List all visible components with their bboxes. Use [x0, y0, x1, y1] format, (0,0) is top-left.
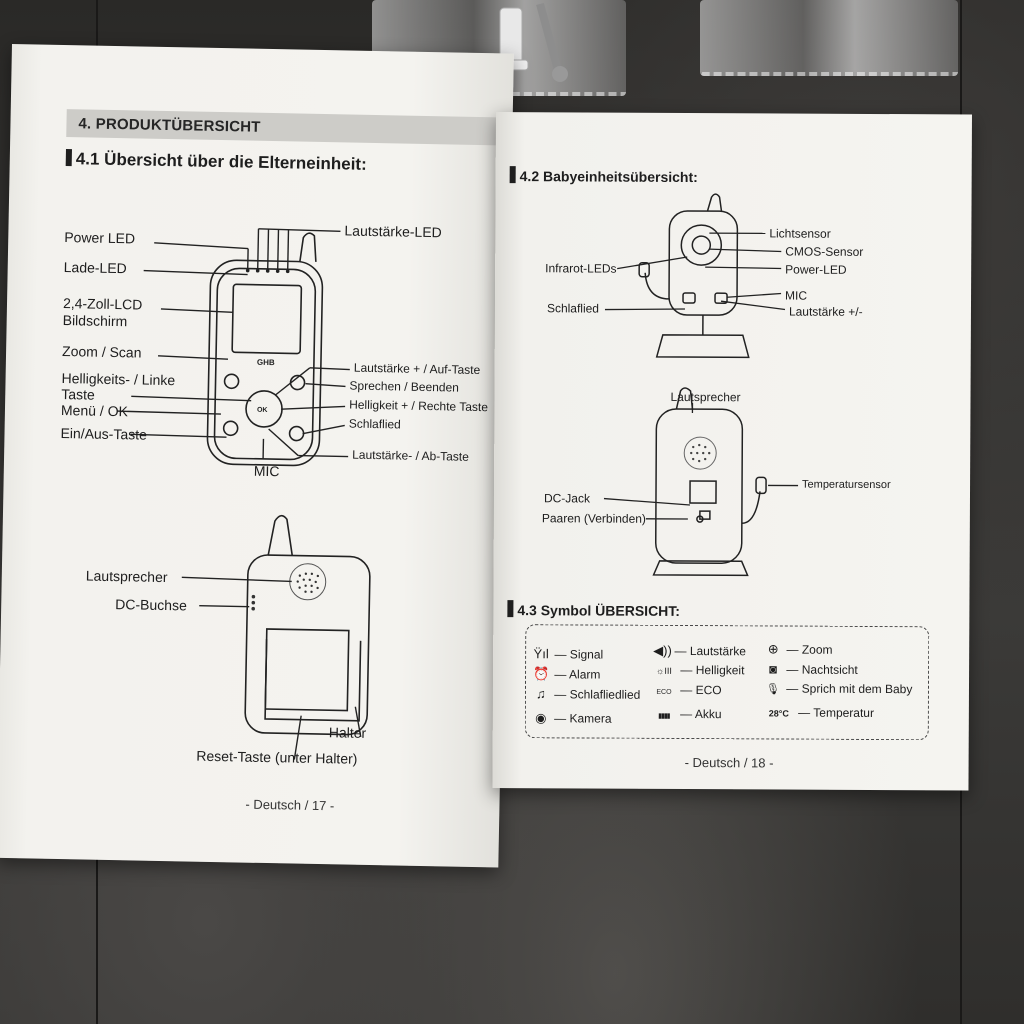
label-baby-speaker: Lautsprecher	[670, 389, 741, 405]
label-lcd-2: Bildschirm	[62, 312, 128, 330]
label-zoom-scan: Zoom / Scan	[61, 343, 142, 361]
label-volume-led: Lautstärke-LED	[344, 222, 442, 241]
label-dc-jack: DC-Jack	[543, 491, 591, 506]
svg-text:OK: OK	[257, 407, 268, 414]
label-brightness-left-2: Taste	[61, 386, 95, 403]
label-talk-end: Sprechen / Beenden	[349, 378, 460, 395]
baby-unit-diagram	[603, 193, 799, 577]
symbol-eco: ECO — ECO	[653, 683, 721, 697]
label-volume-up: Lautstärke + / Auf-Taste	[353, 360, 481, 378]
parent-unit-diagram: GHB OK	[116, 228, 371, 760]
lullaby-icon: ♫	[536, 686, 546, 702]
label-lullaby: Schlaflied	[348, 416, 401, 432]
label-mic: MIC	[253, 462, 280, 480]
label-menu-ok: Menü / OK	[60, 402, 129, 420]
symbol-temperature: 28°C — Temperatur	[765, 705, 874, 720]
brightness-icon: ☼III	[656, 665, 672, 676]
accessory-bag	[700, 0, 958, 76]
zoom-icon: ⊕	[767, 641, 779, 657]
label-charge-led: Lade-LED	[63, 259, 127, 277]
temperature-icon: 28°C	[768, 708, 789, 719]
symbol-camera: ◉ — Kamera	[533, 710, 612, 726]
svg-text:GHB: GHB	[257, 358, 275, 367]
label-power-led: Power LED	[64, 229, 136, 247]
label-volume-down: Lautstärke- / Ab-Taste	[352, 447, 470, 464]
page-footer-right: - Deutsch / 18 -	[684, 754, 774, 771]
label-cmos: CMOS-Sensor	[785, 244, 864, 259]
label-infrared: Infrarot-LEDs	[545, 261, 617, 276]
symbol-battery: ▮▮▮▮ — Akku	[653, 707, 721, 721]
manual-page-right: 4.2 Babyeinheitsübersicht:	[492, 112, 972, 791]
talk-icon: 🎙	[765, 683, 780, 696]
symbol-zoom: ⊕ — Zoom	[765, 641, 833, 657]
night-vision-icon: ◙	[769, 661, 778, 677]
label-brightness-right: Helligkeit + / Rechte Taste	[349, 397, 489, 415]
symbol-lullaby: ♫ — Schlafliedlied	[533, 686, 640, 702]
label-temp-sensor: Temperatursensor	[802, 478, 891, 492]
signal-icon: Ÿıl	[533, 646, 549, 662]
label-baby-lullaby: Schlaflied	[546, 301, 600, 316]
page-footer-left: - Deutsch / 17 -	[245, 796, 335, 814]
alarm-icon: ⏰	[533, 666, 550, 682]
label-baby-power-led: Power-LED	[785, 262, 847, 277]
symbol-signal: Ÿıl — Signal	[533, 646, 604, 662]
camera-icon: ◉	[535, 710, 547, 726]
manual-page-left: 4. PRODUKTÜBERSICHT 4.1 Übersicht über d…	[0, 44, 514, 868]
label-power-button: Ein/Aus-Taste	[60, 425, 148, 443]
volume-icon: ◀))	[653, 642, 672, 658]
label-holder: Halter	[328, 724, 367, 741]
label-baby-mic: MIC	[785, 288, 808, 303]
battery-icon: ▮▮▮▮	[658, 712, 670, 720]
symbol-volume: ◀)) — Lautstärke	[653, 642, 746, 659]
symbol-alarm: ⏰ — Alarm	[533, 666, 601, 682]
symbol-night-vision: ◙ — Nachtsicht	[765, 661, 858, 676]
label-baby-volume: Lautstärke +/-	[788, 304, 863, 319]
symbol-talk: 🎙 — Sprich mit dem Baby	[765, 681, 913, 697]
label-lcd-1: 2,4-Zoll-LCD	[62, 295, 143, 313]
symbol-brightness: ☼III — Helligkeit	[653, 663, 744, 677]
subtitle-symbols: 4.3 Symbol ÜBERSICHT:	[507, 600, 680, 619]
label-dc-socket: DC-Buchse	[115, 596, 188, 614]
label-pair: Paaren (Verbinden)	[541, 511, 646, 526]
label-reset: Reset-Taste (unter Halter)	[196, 747, 358, 767]
label-light-sensor: Lichtsensor	[769, 226, 831, 241]
label-speaker: Lautsprecher	[85, 567, 168, 586]
eco-icon: ECO	[656, 688, 672, 696]
